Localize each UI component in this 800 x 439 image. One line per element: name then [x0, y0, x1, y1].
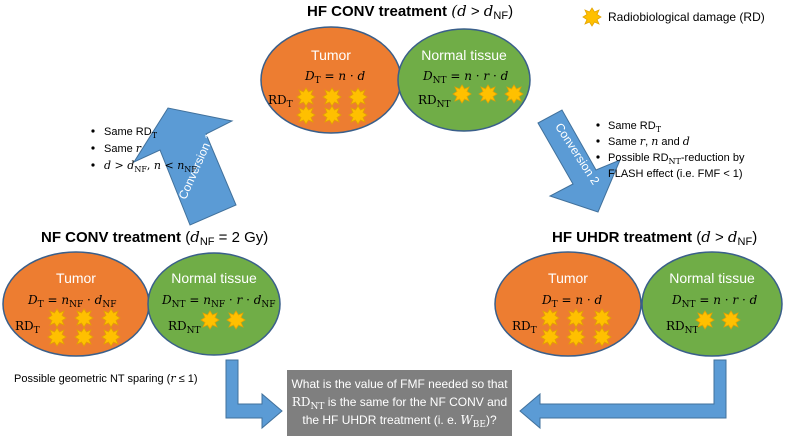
legend-label: Radiobiological damage (RD)	[608, 10, 765, 24]
conversion-1-bullets: Same RDT Same r d > dNF, n < nNF	[91, 126, 197, 174]
hf-uhdr-title: HF UHDR treatment (d > dNF)	[552, 228, 757, 248]
hf-conv-tumor-eq: DT = n · d	[304, 69, 366, 86]
hf-conv-title: HF CONV treatment (d > dNF)	[307, 2, 513, 22]
hf-uhdr-tumor-ellipse	[494, 251, 642, 357]
hf-uhdr-normal-label: Normal tissue	[669, 270, 755, 286]
question-box: What is the value of FMF needed so that …	[287, 370, 512, 436]
nf-conv-normal-label: Normal tissue	[171, 270, 257, 286]
hf-uhdr-tumor-eq: DT = n · d	[541, 293, 603, 310]
rd-star-icon	[582, 7, 602, 27]
conversion-1-arrow: Conversion 1	[132, 107, 237, 226]
question-line-1: What is the value of FMF needed so that	[291, 377, 508, 391]
hf-conv-group: HF CONV treatment (d > dNF) Tumor DT = n…	[260, 2, 531, 134]
conversion-2-bullet-2: Same r, n and d	[608, 135, 690, 148]
conversion-1-bullet-3: d > dNF, n < nNF	[104, 159, 197, 174]
hf-conv-normal-ellipse	[397, 28, 531, 132]
hf-uhdr-tumor-label: Tumor	[548, 270, 588, 286]
legend: Radiobiological damage (RD)	[582, 7, 765, 27]
hf-uhdr-rd-t: RDT	[512, 319, 537, 336]
hf-conv-normal-eq: DNT = n · r · d	[422, 69, 509, 86]
hf-conv-rd-t: RDT	[268, 93, 293, 110]
hf-uhdr-normal-ellipse	[641, 251, 783, 357]
conversion-2-bullet-1: Same RDT	[608, 120, 662, 134]
conversion-2-bullet-3: Possible RDNT-reduction by	[608, 152, 745, 166]
nf-conv-group: NF CONV treatment (dNF = 2 Gy) Tumor DT …	[2, 228, 281, 357]
conversion-1-bullet-2: Same r	[104, 142, 142, 155]
hf-uhdr-normal-eq: DNT = n · r · d	[671, 293, 758, 310]
nf-conv-normal-eq: DNT = nNF · r · dNF	[161, 293, 276, 310]
geometric-note: Possible geometric NT sparing (r ≤ 1)	[14, 372, 198, 385]
conversion-2-bullets: Same RDT Same r, n and d Possible RDNT-r…	[596, 120, 745, 180]
left-bend-arrow	[225, 359, 283, 430]
question-line-3: the HF UHDR treatment (i. e. WBE)?	[302, 413, 497, 430]
nf-conv-tumor-eq: DT = nNF · dNF	[27, 293, 116, 310]
question-line-2: RDNT is the same for the NF CONV and	[292, 395, 507, 412]
nf-conv-tumor-label: Tumor	[56, 270, 96, 286]
question-box-bg	[287, 370, 512, 436]
nf-conv-normal-ellipse	[147, 252, 281, 356]
hf-conv-normal-stars	[452, 84, 524, 104]
hf-conv-tumor-label: Tumor	[311, 47, 351, 63]
right-bend-arrow	[519, 359, 727, 430]
conversion-2-bullet-3b: FLASH effect (i.e. FMF < 1)	[608, 168, 743, 180]
hf-conv-normal-label: Normal tissue	[421, 47, 507, 63]
nf-conv-rd-t: RDT	[15, 319, 40, 336]
conversion-1-bullet-1: Same RDT	[104, 126, 158, 140]
hf-uhdr-group: HF UHDR treatment (d > dNF) Tumor DT = n…	[494, 228, 783, 357]
nf-conv-title: NF CONV treatment (dNF = 2 Gy)	[41, 228, 268, 248]
